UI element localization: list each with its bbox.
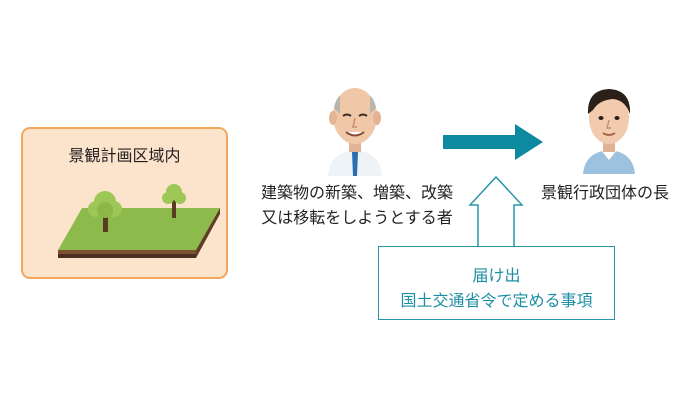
planning-area-title: 景観計画区域内 [68, 146, 181, 165]
notification-items: 国土交通省令で定める事項 [400, 291, 593, 310]
soil-bottom [58, 254, 196, 258]
right-arrow-icon [443, 124, 543, 160]
notification-box [378, 246, 615, 320]
tree-large-icon [88, 191, 122, 232]
applicant-person-icon [328, 88, 382, 176]
tree-small-icon [162, 184, 186, 218]
grass-top [58, 208, 220, 250]
up-arrow-outline-icon [468, 175, 524, 248]
applicant-label: 建築物の新築、増築、改築 又は移転をしようとする者 [222, 180, 492, 230]
applicant-label-line1: 建築物の新築、増築、改築 [260, 183, 453, 202]
landscape-illustration [58, 184, 220, 258]
soil-side [196, 208, 220, 258]
authority-person-icon [583, 89, 635, 174]
authority-label: 景観行政団体の長 [540, 183, 669, 202]
soil-layer [58, 250, 196, 254]
applicant-label-line2: 又は移転をしようとする者 [261, 208, 453, 227]
notification-title: 届け出 [472, 266, 521, 285]
